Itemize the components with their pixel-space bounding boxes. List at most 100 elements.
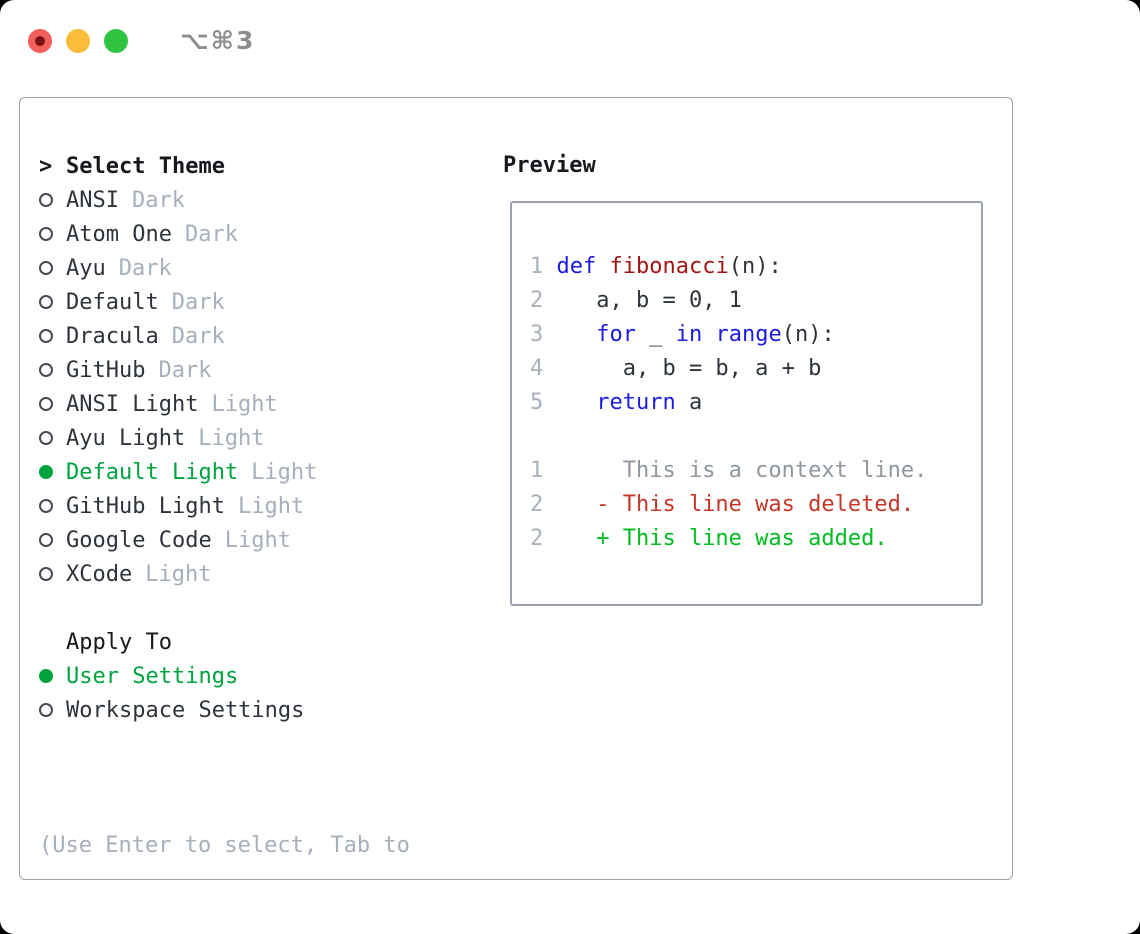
theme-option-variant: Light: [145, 561, 212, 587]
select-theme-header: > Select Theme: [39, 149, 489, 183]
preview-line: 1 This is a context line.: [530, 454, 981, 488]
theme-option[interactable]: ANSI Light Light: [39, 387, 489, 421]
help-text-line1: (Use Enter to select, Tab to: [39, 833, 410, 858]
preview-line: 5 return a: [530, 386, 981, 420]
code-segment: [543, 254, 556, 279]
theme-option[interactable]: Google Code Light: [39, 523, 489, 557]
code-segment: [702, 322, 715, 347]
theme-option-label: Google Code: [66, 527, 212, 553]
code-segment: - This line was deleted.: [543, 492, 915, 517]
radio-icon: [39, 329, 53, 343]
theme-option-variant: Light: [198, 425, 265, 451]
prompt-caret: >: [39, 153, 53, 179]
line-number: 1: [530, 254, 544, 279]
radio-selected-icon: [39, 465, 53, 479]
code-segment: + This line was added.: [543, 526, 888, 551]
maximize-button[interactable]: [104, 28, 128, 53]
line-number: 3: [530, 322, 544, 347]
radio-icon: [39, 567, 53, 581]
theme-option[interactable]: XCode Light: [39, 557, 489, 591]
radio-icon: [39, 499, 53, 513]
theme-option-variant: Dark: [171, 323, 225, 349]
radio-icon: [39, 193, 53, 207]
radio-icon: [39, 431, 53, 445]
preview-line: 1 def fibonacci(n):: [530, 250, 981, 284]
radio-icon: [39, 363, 53, 377]
theme-option-variant: Dark: [118, 255, 172, 281]
code-segment: [596, 254, 609, 279]
line-number: 5: [530, 390, 544, 415]
theme-option-label: Dracula: [66, 323, 159, 349]
theme-option-label: Ayu Light: [66, 425, 186, 451]
window-shortcut-label: ⌥⌘3: [180, 26, 256, 55]
line-number: 2: [530, 492, 544, 517]
preview-line: 2 - This line was deleted.: [530, 488, 981, 522]
close-button-dot-icon: [35, 35, 45, 46]
theme-option-variant: Dark: [171, 289, 225, 315]
code-segment: fibonacci: [609, 254, 729, 279]
theme-option-label: Default: [66, 289, 159, 315]
theme-option[interactable]: Default Dark: [39, 285, 489, 319]
code-segment: a: [675, 390, 703, 415]
radio-icon: [39, 533, 53, 547]
minimize-button[interactable]: [66, 28, 90, 53]
code-segment: _: [635, 322, 676, 347]
radio-selected-icon: [39, 669, 53, 683]
theme-option-variant: Light: [237, 493, 305, 519]
apply-to-option[interactable]: User Settings: [39, 659, 489, 693]
line-number: 1: [530, 458, 544, 483]
spacer: [39, 591, 489, 625]
theme-option-variant: Dark: [131, 187, 185, 213]
radio-icon: [39, 397, 53, 411]
spacer: [39, 727, 489, 761]
line-number: 2: [530, 526, 544, 551]
code-segment: range: [715, 322, 782, 347]
code-segment: This is a context line.: [543, 458, 928, 483]
theme-option-variant: Light: [211, 391, 278, 417]
line-number: 4: [530, 356, 544, 381]
theme-option-label: XCode: [66, 561, 133, 587]
close-button[interactable]: [28, 28, 52, 53]
code-segment: (n):: [728, 254, 782, 279]
apply-to-option-label: User Settings: [66, 663, 239, 689]
apply-to-header: Apply To: [66, 629, 172, 655]
theme-option[interactable]: Dracula Dark: [39, 319, 489, 353]
radio-icon: [39, 227, 53, 241]
theme-option-label: GitHub Light: [66, 493, 225, 519]
radio-icon: [39, 261, 53, 275]
theme-option-label: GitHub: [66, 357, 146, 383]
theme-option[interactable]: GitHub Light Light: [39, 489, 489, 523]
window-titlebar: ⌥⌘3: [28, 26, 255, 55]
select-theme-title: Select Theme: [66, 153, 225, 179]
theme-option-variant: Dark: [184, 221, 238, 247]
code-segment: for: [596, 322, 636, 347]
theme-option[interactable]: ANSI Dark: [39, 183, 489, 217]
code-segment: a, b = b, a + b: [543, 356, 822, 381]
preview-line: 3 for _ in range(n):: [530, 318, 981, 352]
code-segment: [543, 322, 596, 347]
theme-option[interactable]: Ayu Light Light: [39, 421, 489, 455]
apply-to-option[interactable]: Workspace Settings: [39, 693, 489, 727]
theme-option-variant: Light: [224, 527, 291, 553]
preview-line: 4 a, b = b, a + b: [530, 352, 981, 386]
radio-icon: [39, 703, 53, 717]
line-number: 2: [530, 288, 544, 313]
preview-title: Preview: [503, 153, 596, 178]
theme-option-label: ANSI: [66, 187, 119, 213]
theme-option-label: Atom One: [66, 221, 172, 247]
preview-line: 2 + This line was added.: [530, 522, 981, 556]
theme-option[interactable]: Atom One Dark: [39, 217, 489, 251]
code-segment: (n):: [781, 322, 835, 347]
theme-option-label: Default Light: [66, 459, 239, 485]
code-segment: [543, 390, 596, 415]
theme-option-label: ANSI Light: [66, 391, 199, 417]
